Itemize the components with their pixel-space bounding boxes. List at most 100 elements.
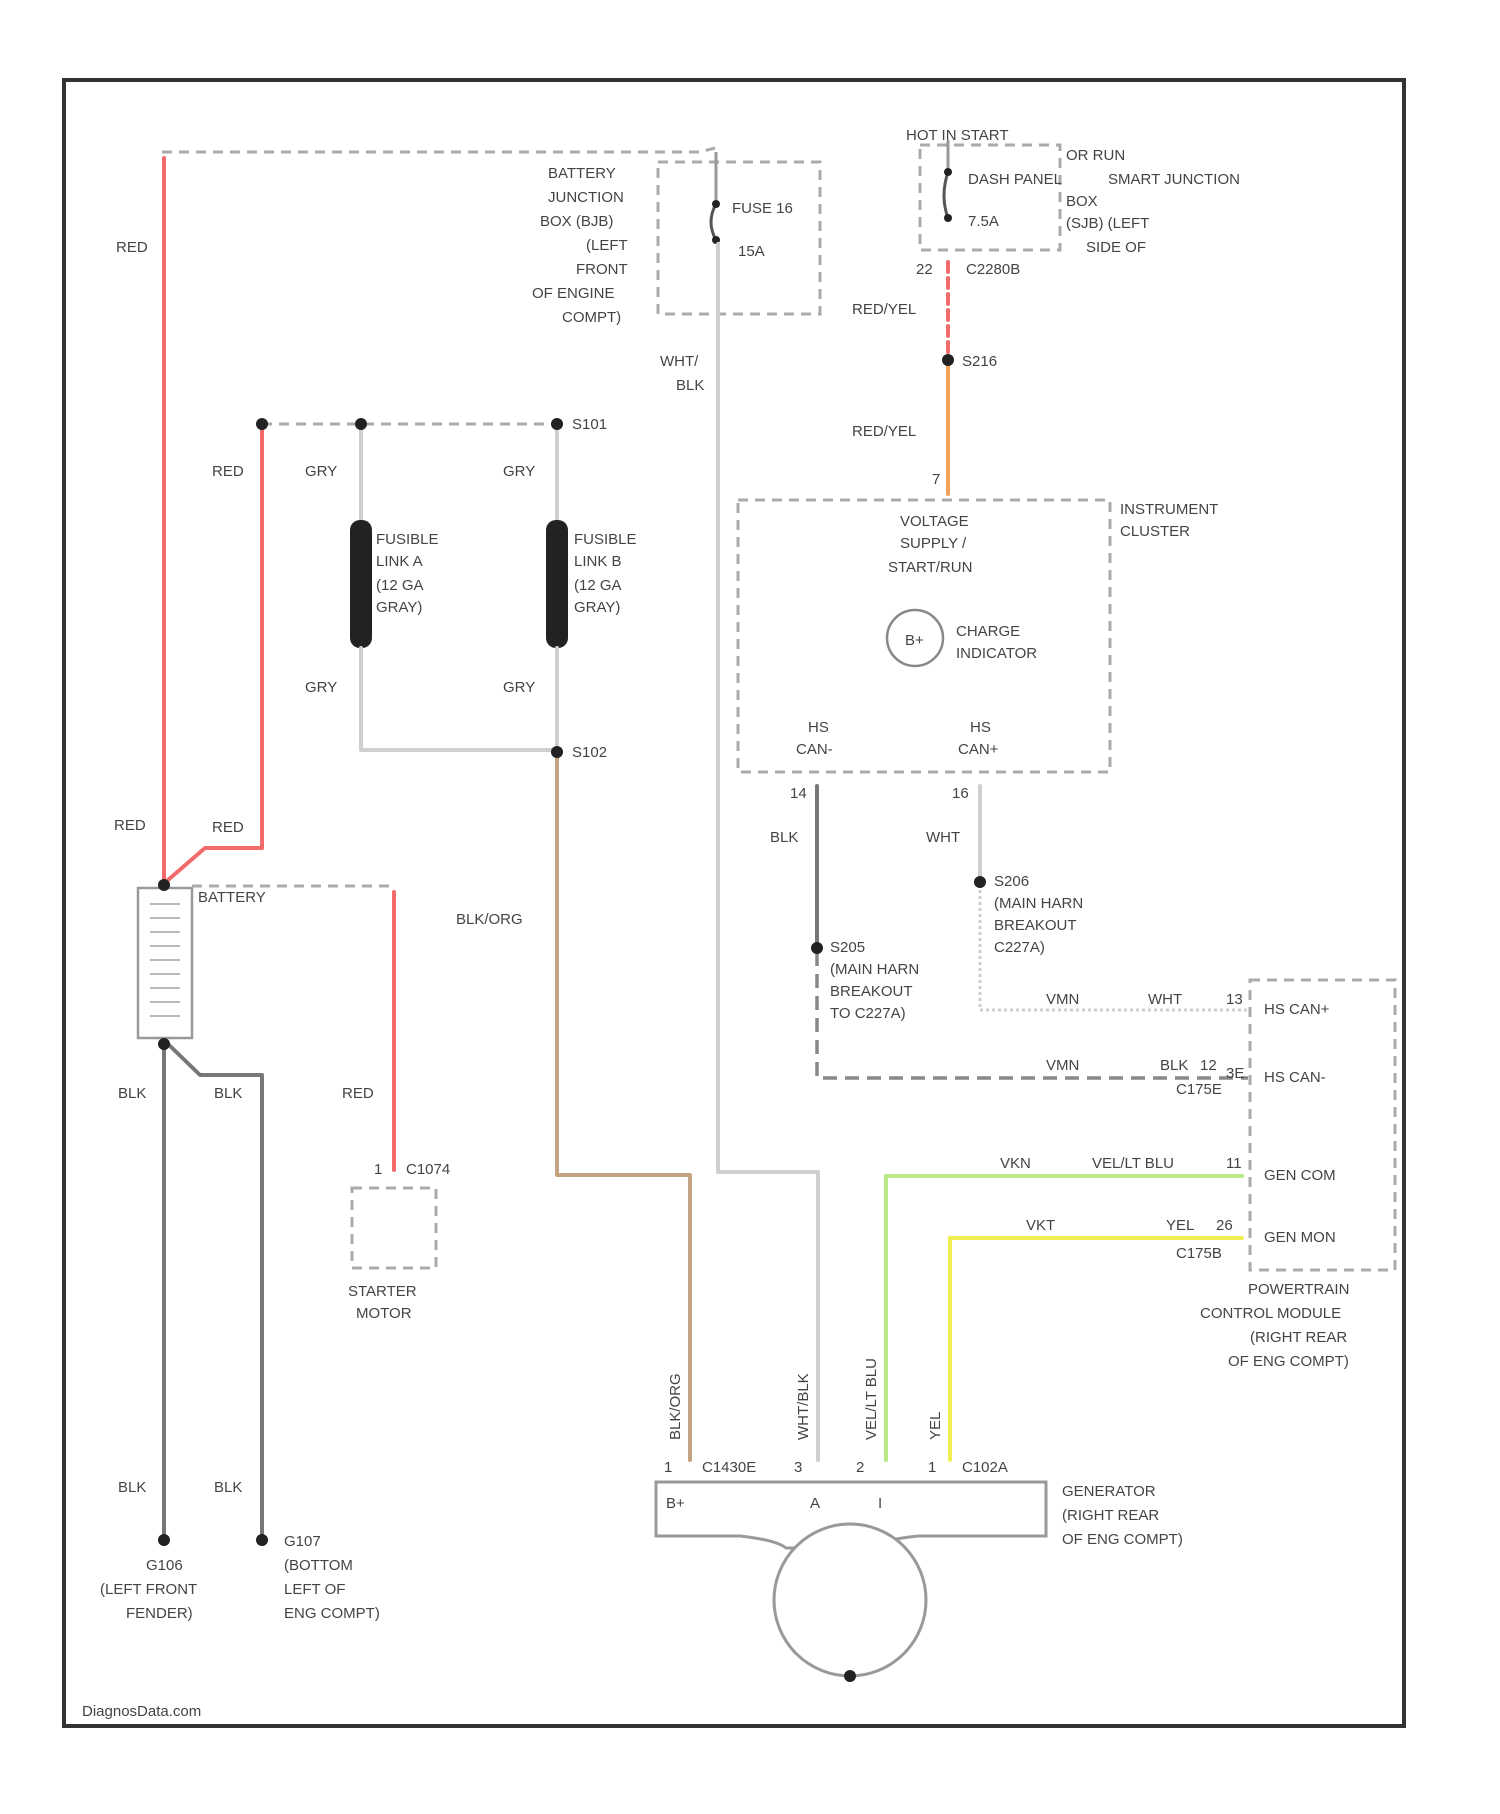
label-g107-2: (BOTTOM: [284, 1557, 353, 1574]
label-hscan-plus-1: HS: [970, 719, 991, 736]
label-red-mid: RED: [212, 463, 244, 480]
fuse-7-5a-element: [944, 172, 948, 218]
label-vkt: VKT: [1026, 1217, 1055, 1234]
label-smart-jb: SMART JUNCTION: [1108, 171, 1240, 188]
red-wire-secondary: [168, 430, 262, 880]
label-hs-can-plus: HS CAN+: [1264, 1001, 1330, 1018]
label-yel: YEL: [1166, 1217, 1194, 1234]
label-s205-1: S205: [830, 939, 865, 956]
charge-indicator-symbol: B+: [905, 632, 924, 649]
label-wht-blk-2: BLK: [676, 377, 704, 394]
label-fl-a-2: LINK A: [376, 553, 423, 570]
fusible-link-a: [350, 520, 372, 648]
label-blk-left: BLK: [118, 1085, 146, 1102]
label-gen-pin-2: 2: [856, 1459, 864, 1476]
label-gen-1: GENERATOR: [1062, 1483, 1156, 1500]
label-s206-2: (MAIN HARN: [994, 895, 1083, 912]
label-bjb-1: BATTERY: [548, 165, 616, 182]
bjb-feed-dashed-line: [162, 148, 715, 152]
label-pcm-4: OF ENG COMPT): [1228, 1353, 1349, 1370]
label-g106-1: G106: [146, 1557, 183, 1574]
label-pin-22: 22: [916, 261, 933, 278]
label-dash-panel: DASH PANEL: [968, 171, 1062, 188]
label-gry-fl-a-top: GRY: [305, 463, 337, 480]
label-gen-term-a: A: [810, 1495, 820, 1512]
label-vs-2: SUPPLY /: [900, 535, 967, 552]
fuse-16-terminal-top: [712, 200, 720, 208]
label-pin-14: 14: [790, 785, 807, 802]
label-splice-s102: S102: [572, 744, 607, 761]
label-gry-fl-b-top: GRY: [503, 463, 535, 480]
label-hs-can-minus: HS CAN-: [1264, 1069, 1326, 1086]
label-red-left-lower: RED: [114, 817, 146, 834]
fuse-7-5a-terminal-top: [944, 168, 952, 176]
label-conn-c175b: C175B: [1176, 1245, 1222, 1262]
label-battery: BATTERY: [198, 889, 266, 906]
fuse-16-element: [711, 204, 716, 240]
label-s205-4: TO C227A): [830, 1005, 906, 1022]
label-pin-16: 16: [952, 785, 969, 802]
label-pcm-pin-12: 12: [1200, 1057, 1217, 1074]
label-charge-2: INDICATOR: [956, 645, 1037, 662]
label-blk-org-vertical: BLK/ORG: [456, 911, 523, 928]
label-gen-pin-1: 1: [664, 1459, 672, 1476]
label-bjb-3: BOX (BJB): [540, 213, 613, 230]
label-gen-wire-wht-blk: WHT/BLK: [795, 1373, 812, 1440]
generator-body: [774, 1524, 926, 1676]
label-vmn-2: VMN: [1046, 1057, 1079, 1074]
label-hscan-plus-2: CAN+: [958, 741, 999, 758]
label-blk-right-lower: BLK: [214, 1479, 242, 1496]
label-g107-4: ENG COMPT): [284, 1605, 380, 1622]
blk-org-wire-to-generator: [557, 756, 690, 1460]
starter-motor-box: [352, 1188, 436, 1268]
gry-wire-fl-a-bottom: [361, 648, 558, 750]
label-conn-c1074: C1074: [406, 1161, 450, 1178]
label-pcm-3: (RIGHT REAR: [1250, 1329, 1347, 1346]
label-fl-b-3: (12 GA: [574, 577, 622, 594]
label-red-starter: RED: [342, 1085, 374, 1102]
label-bjb-5: FRONT: [576, 261, 628, 278]
label-conn-c1430e: C1430E: [702, 1459, 756, 1476]
label-gen-wire-blk-org: BLK/ORG: [667, 1373, 684, 1440]
label-fl-a-3: (12 GA: [376, 577, 424, 594]
blk-wire-ground-g107: [168, 1044, 262, 1535]
label-fl-b-4: GRAY): [574, 599, 620, 616]
label-vkn: VKN: [1000, 1155, 1031, 1172]
battery-junction-box: [658, 162, 820, 314]
label-gry-fl-b-bot: GRY: [503, 679, 535, 696]
label-s205-2: (MAIN HARN: [830, 961, 919, 978]
yel-wire-gen-mon: [950, 1238, 1242, 1460]
label-s206-4: C227A): [994, 939, 1045, 956]
label-hscan-minus-1: HS: [808, 719, 829, 736]
label-fuse-7-5a: 7.5A: [968, 213, 999, 230]
label-g107-3: LEFT OF: [284, 1581, 345, 1598]
label-splice-s101: S101: [572, 416, 607, 433]
label-hscan-minus-2: CAN-: [796, 741, 833, 758]
label-pin-26: 26: [1216, 1217, 1233, 1234]
label-gen-term-i: I: [878, 1495, 882, 1512]
label-pcm-pin-13: 13: [1226, 991, 1243, 1008]
watermark: DiagnosData.com: [82, 1703, 201, 1720]
fusible-link-b: [546, 520, 568, 648]
label-gen-mon: GEN MON: [1264, 1229, 1336, 1246]
label-starter-2: MOTOR: [356, 1305, 412, 1322]
label-gen-wire-yel: YEL: [927, 1412, 944, 1440]
label-velt-blu: VEL/LT BLU: [1092, 1155, 1174, 1172]
label-fl-a-1: FUSIBLE: [376, 531, 439, 548]
label-gen-term-bplus: B+: [666, 1495, 685, 1512]
label-gry-fl-a-bot: GRY: [305, 679, 337, 696]
label-fl-a-4: GRAY): [376, 599, 422, 616]
label-blk-left-lower: BLK: [118, 1479, 146, 1496]
label-pcm-1: POWERTRAIN: [1248, 1281, 1349, 1298]
label-vs-3: START/RUN: [888, 559, 972, 576]
label-conn-c102a: C102A: [962, 1459, 1008, 1476]
label-charge-1: CHARGE: [956, 623, 1020, 640]
label-or-run: OR RUN: [1066, 147, 1125, 164]
label-bjb-4: (LEFT: [586, 237, 628, 254]
label-vmn-1: VMN: [1046, 991, 1079, 1008]
label-g106-3: FENDER): [126, 1605, 193, 1622]
label-gen-pin-1b: 1: [928, 1459, 936, 1476]
label-gen-com: GEN COM: [1264, 1167, 1336, 1184]
label-vs-1: VOLTAGE: [900, 513, 969, 530]
label-bjb-2: JUNCTION: [548, 189, 624, 206]
